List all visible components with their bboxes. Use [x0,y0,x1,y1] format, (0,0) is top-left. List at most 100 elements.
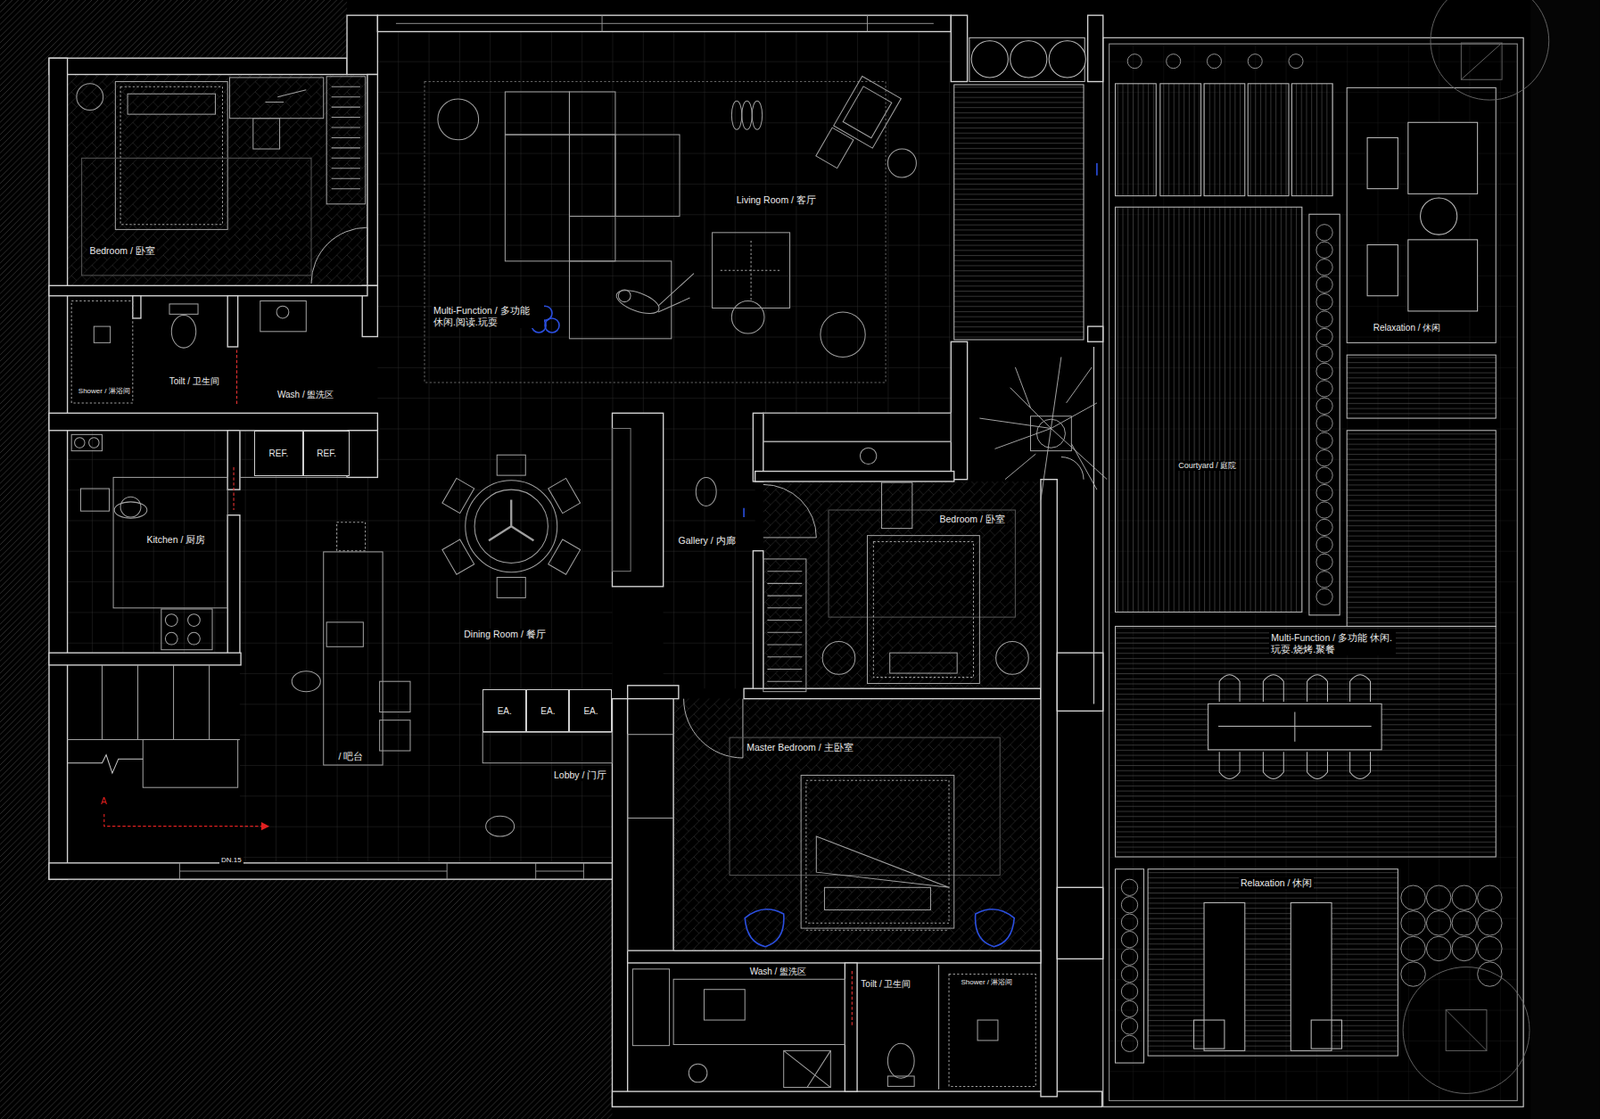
planter [1121,965,1138,982]
bedroom-two-furniture [767,571,802,683]
appliance-box: EA. [482,689,527,733]
planter [1426,936,1451,961]
bedroom-furniture [115,82,228,231]
wall [227,430,240,490]
dining-furniture [496,454,526,476]
master-furniture [806,780,949,924]
wall [1056,652,1103,711]
courtyard-furniture [1420,197,1458,235]
kitchen-fixture [80,488,109,512]
planter [1316,397,1333,414]
appliance-text: EA. [497,706,512,717]
planter [1316,276,1333,293]
dining-furniture [442,478,475,513]
wall [49,285,368,296]
door [763,484,817,537]
planter [1121,948,1138,965]
dining-furniture [548,539,581,575]
living-furniture [658,273,694,313]
bath-fixture [887,1043,915,1079]
wall [627,950,1041,964]
planter [1401,936,1426,961]
wall [49,15,1104,1107]
courtyard-deck [1147,869,1398,1056]
floor-finish [239,412,613,864]
bedroom-two-furniture [763,412,952,442]
courtyard-boundary [1109,43,1518,1101]
bedroom-two-furniture [882,482,913,528]
appliance-box: EA. [569,689,612,733]
kitchen-fixture [89,437,99,448]
planter [1316,224,1333,241]
bedroom-two-furniture [996,642,1030,676]
planter [1316,502,1333,519]
kitchen-fixture [188,614,201,627]
planter [1316,346,1333,363]
floor-finish [67,430,229,653]
courtyard-furniture [1194,1020,1225,1049]
room-label: DN.15 [219,856,244,866]
door [684,699,743,759]
wall [763,412,952,442]
bath-fixture [688,1063,708,1083]
planter [1121,914,1138,931]
wall [49,57,347,75]
wall [367,74,378,287]
planter [1316,241,1333,258]
window [179,863,584,880]
bedroom-two-furniture [627,818,674,952]
bedroom-two-furniture [828,510,1015,618]
bath-fixture [977,1020,998,1041]
kitchen-fixture [114,502,148,519]
dining-furniture [474,489,548,563]
bedroom-furniture [331,86,361,189]
planter [1401,911,1426,936]
courtyard-boundary [1103,37,1524,1107]
room-label: Toilt / 卫生间 [858,979,913,991]
wall [227,515,240,664]
bedroom-two-furniture [763,559,807,693]
dining-furniture [291,671,321,693]
courtyard-furniture [1218,712,1372,743]
bedroom-furniture [127,93,215,115]
living-furniture [504,134,570,262]
planter [1121,931,1138,948]
window [602,15,867,32]
stair [67,665,240,788]
room-label: Bedroom / 卧室 [87,245,157,257]
bedroom-furniture [265,90,307,103]
tree [979,356,1107,500]
living-furniture [618,289,631,303]
kitchen-fixture [120,496,141,518]
dining-furniture [337,522,366,552]
wall [627,685,679,700]
living-furniture [615,134,680,217]
courtyard-deck [1346,354,1496,419]
room-label: Toilt / 卫生间 [167,376,222,388]
bedroom-furniture [76,83,104,111]
courtyard-deck [1291,83,1333,197]
wall [743,688,1041,699]
room-label: / 吧台 [337,750,366,763]
courtyard-furniture [1010,41,1048,78]
site-tree [1445,1010,1487,1052]
site-tree [1445,1010,1487,1052]
courtyard-furniture [1219,751,1370,779]
living-furniture [887,148,916,178]
living-furniture [842,86,892,139]
master-furniture [806,930,949,932]
wall [611,699,627,1108]
bedroom-two-furniture [873,541,974,677]
dining-furniture [496,577,526,599]
dining-furniture [548,478,581,513]
dining-furniture [465,480,558,573]
room-label: Lobby / 门厅 [552,769,609,782]
living-furniture [504,91,570,135]
wall [844,963,858,1092]
appliance-box: REF. [303,430,351,477]
bedroom-two-furniture [627,734,674,819]
window [41,23,934,872]
